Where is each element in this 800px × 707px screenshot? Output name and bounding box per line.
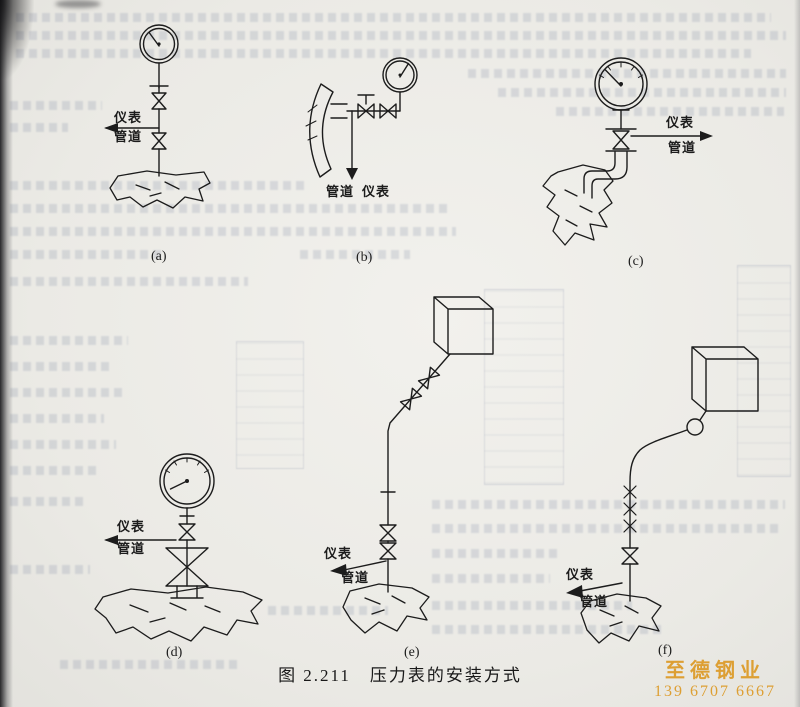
globe-valve-icon [357, 94, 375, 119]
weld-cross-icons [623, 485, 637, 533]
instrument-label-d: 仪表 [117, 519, 146, 534]
bleedthrough-text-line [432, 500, 785, 509]
vessel-blob [342, 583, 430, 634]
instrument-flag-icon [630, 131, 713, 141]
bleedthrough-text-line [10, 414, 104, 423]
pipe-label-a: 管道 [114, 129, 143, 144]
bleedthrough-text-line [10, 101, 102, 110]
diagram-e-art [330, 296, 494, 634]
globe-valve-icon [149, 85, 169, 110]
pipe-label-e: 管道 [341, 570, 370, 585]
bleedthrough-text-line [10, 362, 112, 371]
instrument-flag-icon [330, 560, 387, 576]
bleedthrough-text-line [300, 250, 410, 259]
bleedthrough-text-line [10, 565, 90, 574]
bleedthrough-text-line [432, 625, 664, 634]
valve-icon [379, 524, 397, 560]
scan-edge-left [0, 0, 13, 707]
nozzle-stub [330, 103, 348, 119]
bleedthrough-text-line [432, 574, 550, 583]
vessel-blob [109, 170, 211, 209]
bleedthrough-text-line [432, 524, 782, 533]
valve-icon [178, 523, 196, 541]
instrument-label-c: 仪表 [666, 115, 695, 130]
scan-edge-right [794, 0, 800, 707]
bleedthrough-text-line [10, 466, 96, 475]
pressure-gauge-icon [139, 24, 179, 64]
pipe-elbow [583, 151, 628, 199]
bleedthrough-text-line [60, 660, 240, 669]
pipe-label-d: 管道 [117, 541, 146, 556]
diagram-f-art [566, 346, 759, 644]
diagram-b-art [305, 57, 418, 180]
support-stand [165, 539, 209, 599]
subfig-label-f: (f) [658, 643, 672, 658]
bleedthrough-text-line [10, 497, 88, 506]
pressure-gauge-icon [594, 57, 648, 111]
vessel-wall-blob [305, 83, 334, 178]
watermark-phone: 139 6707 6667 [654, 682, 776, 700]
vessel-blob [580, 593, 662, 644]
diagram-d-art [94, 453, 263, 642]
instrument-flag-icon [566, 582, 623, 598]
pipe-label-c: 管道 [668, 140, 697, 155]
subfig-label-b: (b) [356, 250, 373, 265]
instrument-flag-icon [104, 123, 160, 133]
bleedthrough-rect [484, 289, 564, 485]
bleedthrough-text-line [10, 250, 162, 259]
bleedthrough-text-line [16, 31, 786, 40]
pipe-label-b: 管道 [326, 184, 355, 199]
bleedthrough-text-line [432, 601, 632, 610]
bleedthrough-text-line [468, 69, 786, 78]
figure-caption: 图 2.211 压力表的安装方式 [278, 666, 522, 685]
bleedthrough-text-line [10, 336, 128, 345]
valve-icon [151, 132, 167, 150]
subfig-label-c: (c) [628, 254, 644, 269]
bleedthrough-text-line [268, 606, 388, 615]
bleedthrough-rect [737, 265, 791, 477]
instrument-label-b: 仪表 [362, 184, 391, 199]
diagram-a-art [104, 24, 211, 209]
valve-icon [417, 366, 441, 390]
bleedthrough-text-line [432, 549, 560, 558]
bleedthrough-text-line [10, 440, 116, 449]
valve-icon [605, 128, 637, 152]
valve-icon [621, 547, 639, 565]
pressure-gauge-icon [382, 57, 418, 93]
valve-icon [379, 103, 397, 119]
subfig-label-e: (e) [404, 645, 420, 660]
pressure-gauge-icon [159, 453, 215, 509]
instrument-flag-icon [346, 110, 358, 180]
subfig-label-a: (a) [151, 249, 167, 264]
instrument-label-f: 仪表 [566, 567, 595, 582]
bleedthrough-text-line [10, 181, 308, 190]
bleedthrough-text-line [10, 123, 68, 132]
bleedthrough-text-line [10, 388, 122, 397]
bleedthrough-text-line [16, 13, 771, 22]
bleedthrough-text-line [10, 204, 452, 213]
seal-pot-icon [686, 418, 704, 436]
subfig-label-d: (d) [166, 645, 183, 660]
diagram-c-art [542, 57, 713, 246]
instrument-label-a: 仪表 [114, 110, 143, 125]
vessel-blob [94, 586, 263, 642]
instrument-box-icon [691, 346, 759, 412]
pipe-label-f: 管道 [580, 594, 609, 609]
bleedthrough-text-line [556, 107, 784, 116]
bleedthrough-text-line [16, 49, 751, 58]
instrument-label-e: 仪表 [324, 546, 353, 561]
scan-smudge [55, 0, 101, 8]
instrument-box-icon [433, 296, 494, 355]
watermark: 至德钢业 139 6707 6667 [654, 660, 776, 701]
bleedthrough-text-line [10, 227, 456, 236]
instrument-flag-icon [104, 535, 177, 545]
scan-corner-shadow [0, 0, 34, 80]
vessel-blob [542, 164, 614, 246]
watermark-company: 至德钢业 [665, 659, 765, 682]
valve-icon [399, 387, 423, 411]
bleedthrough-rect [236, 341, 304, 469]
bleedthrough-text-line [10, 277, 248, 286]
